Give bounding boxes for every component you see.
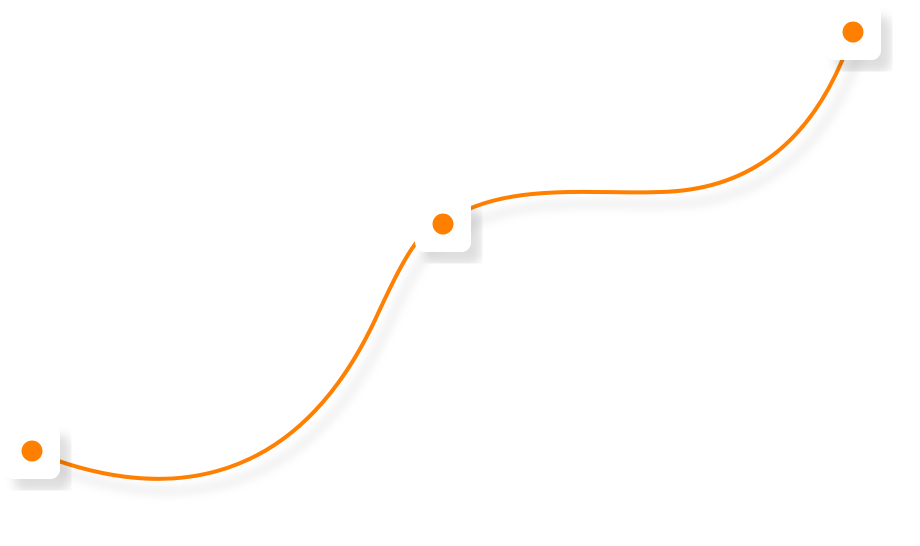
node-dot bbox=[842, 21, 864, 43]
node-dot bbox=[21, 440, 43, 462]
node-dot bbox=[432, 213, 454, 235]
middle-node[interactable] bbox=[415, 196, 471, 252]
end-node[interactable] bbox=[825, 4, 881, 60]
connector-curve bbox=[30, 30, 855, 481]
start-node[interactable] bbox=[4, 423, 60, 479]
